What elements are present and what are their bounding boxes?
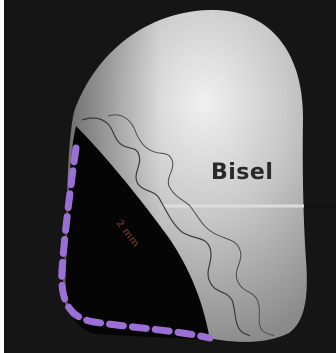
tooth-illustration (4, 0, 336, 353)
tooth-photo: Bisel 2 mm (4, 0, 336, 353)
bisel-label: Bisel (211, 160, 273, 185)
